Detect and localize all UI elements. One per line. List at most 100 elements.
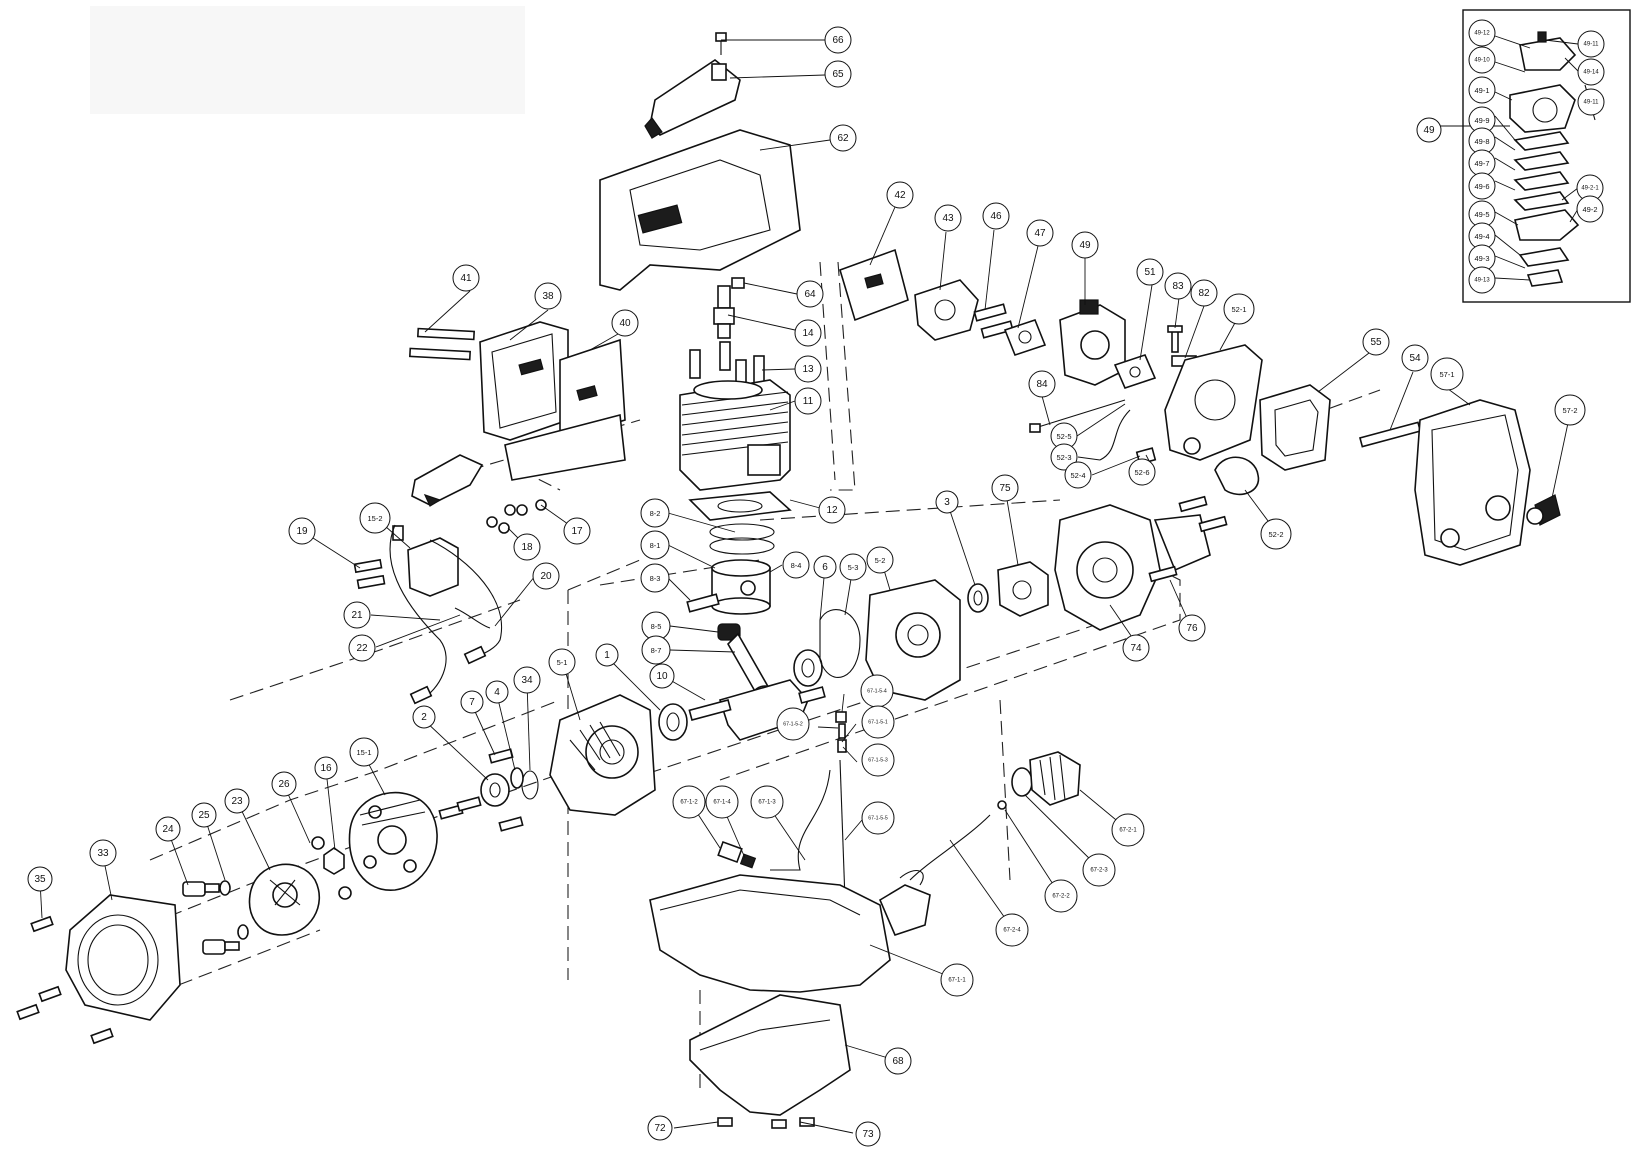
callout-circle bbox=[855, 1121, 881, 1147]
callout-label: 43 bbox=[942, 213, 954, 224]
callout-label: 67-1-5-2 bbox=[783, 722, 803, 728]
callout-circle bbox=[940, 963, 974, 997]
callout-c2: 2 bbox=[412, 705, 436, 729]
cap-seal-part-67-2-2 bbox=[997, 800, 1007, 810]
callout-c5-1: 5-1 bbox=[548, 648, 576, 676]
callout-label: 40 bbox=[619, 318, 631, 329]
callout-circle bbox=[271, 771, 297, 797]
callout-circle bbox=[532, 562, 560, 590]
callout-label: 2 bbox=[421, 712, 427, 723]
callout-label: 84 bbox=[1036, 379, 1048, 390]
callout-label: 35 bbox=[34, 874, 46, 885]
ignition-wires-part-20-21-22 bbox=[389, 524, 503, 705]
callout-c20: 20 bbox=[532, 562, 560, 590]
callout-c26: 26 bbox=[271, 771, 297, 797]
callout-c55: 55 bbox=[1362, 328, 1390, 356]
callout-label: 6 bbox=[822, 562, 828, 573]
callout-label: 47 bbox=[1034, 228, 1046, 239]
callout-label: 67-1-2 bbox=[680, 800, 698, 806]
callout-c66: 66 bbox=[824, 26, 852, 54]
callout-circle bbox=[314, 756, 338, 780]
knob-part-57-2 bbox=[1526, 494, 1561, 526]
handle-top-part-65 bbox=[644, 59, 741, 139]
callout-circle bbox=[649, 663, 675, 689]
callout-c57-1: 57-1 bbox=[1430, 357, 1464, 391]
callout-c3: 3 bbox=[935, 490, 959, 514]
callout-label: 22 bbox=[356, 643, 368, 654]
callout-c15-2: 15-2 bbox=[359, 502, 391, 534]
callout-i49: 49 bbox=[1416, 117, 1442, 143]
callout-label: 33 bbox=[97, 848, 109, 859]
callout-label: 38 bbox=[542, 291, 554, 302]
callout-c67-1-4: 67-1-4 bbox=[705, 785, 739, 819]
callout-c52-1: 52-1 bbox=[1223, 293, 1255, 325]
callout-label: 49-4 bbox=[1474, 232, 1489, 241]
callout-circle bbox=[647, 1115, 673, 1141]
callout-circle bbox=[1064, 461, 1092, 489]
fuel-pickup-part-67-1-5 bbox=[835, 711, 847, 901]
callout-circle bbox=[839, 553, 867, 581]
callout-c73: 73 bbox=[855, 1121, 881, 1147]
callout-circle bbox=[829, 124, 857, 152]
callout-label: 49-6 bbox=[1474, 182, 1489, 191]
callout-circle bbox=[794, 319, 822, 347]
callout-circle bbox=[1223, 293, 1255, 325]
callout-c24: 24 bbox=[155, 816, 181, 842]
callout-label: 10 bbox=[656, 671, 668, 682]
callout-label: 8-3 bbox=[650, 574, 661, 583]
callout-c62: 62 bbox=[829, 124, 857, 152]
callout-c5-2: 5-2 bbox=[866, 546, 894, 574]
callout-c76: 76 bbox=[1178, 614, 1206, 642]
callout-label: 67-1-4 bbox=[713, 800, 731, 806]
callout-circle bbox=[1577, 30, 1605, 58]
callout-label: 52-2 bbox=[1268, 530, 1283, 539]
callout-circle bbox=[343, 601, 371, 629]
callout-circle bbox=[1190, 279, 1218, 307]
clutch-assembly-part-23 bbox=[248, 863, 321, 936]
callout-circle bbox=[595, 643, 619, 667]
callout-c52-4: 52-4 bbox=[1064, 461, 1092, 489]
retaining-ring-part-34 bbox=[521, 770, 539, 800]
callout-circle bbox=[1577, 58, 1605, 86]
callout-c14: 14 bbox=[794, 319, 822, 347]
flywheel-part-15-1 bbox=[348, 791, 438, 891]
callout-label: 13 bbox=[802, 364, 814, 375]
callout-c67-2-3: 67-2-3 bbox=[1082, 853, 1116, 887]
callout-circle bbox=[824, 26, 852, 54]
callout-c40: 40 bbox=[611, 309, 639, 337]
callout-label: 25 bbox=[198, 810, 210, 821]
plug-boot bbox=[411, 454, 484, 507]
callout-label: 12 bbox=[826, 505, 838, 516]
callout-circle bbox=[1468, 19, 1496, 47]
shoulder-bolts-part-24 bbox=[182, 881, 240, 955]
callout-c67-2-2: 67-2-2 bbox=[1044, 879, 1078, 913]
callout-circle bbox=[886, 181, 914, 209]
callout-label: 55 bbox=[1370, 337, 1382, 348]
clutch-housing-part-74 bbox=[1054, 504, 1211, 631]
callout-label: 67-1-5-3 bbox=[868, 758, 888, 764]
callout-c21: 21 bbox=[343, 601, 371, 629]
callout-label: 17 bbox=[571, 526, 583, 537]
gasket-part-42 bbox=[839, 248, 909, 322]
callout-label: 73 bbox=[862, 1129, 874, 1140]
callout-label: 49-2 bbox=[1582, 205, 1597, 214]
intake-adapter-part-43 bbox=[914, 279, 979, 341]
callout-circle bbox=[705, 785, 739, 819]
coupling-part-75 bbox=[997, 561, 1049, 617]
callout-circle bbox=[1468, 172, 1496, 200]
callout-label: 75 bbox=[999, 483, 1011, 494]
callout-c25: 25 bbox=[191, 802, 217, 828]
callout-circle bbox=[548, 648, 576, 676]
callout-label: 52-5 bbox=[1056, 432, 1071, 441]
callout-circle bbox=[27, 866, 53, 892]
callout-c11: 11 bbox=[794, 387, 822, 415]
engine-cover-part-62 bbox=[599, 129, 801, 291]
callout-c82: 82 bbox=[1190, 279, 1218, 307]
callout-circle bbox=[794, 355, 822, 383]
callout-circle bbox=[640, 563, 670, 593]
callout-label: 15-1 bbox=[356, 748, 371, 757]
callout-c52-6: 52-6 bbox=[1128, 458, 1156, 486]
callout-i49-7: 49-7 bbox=[1468, 149, 1496, 177]
callout-circle bbox=[1071, 231, 1099, 259]
callout-c52-3: 52-3 bbox=[1050, 443, 1078, 471]
